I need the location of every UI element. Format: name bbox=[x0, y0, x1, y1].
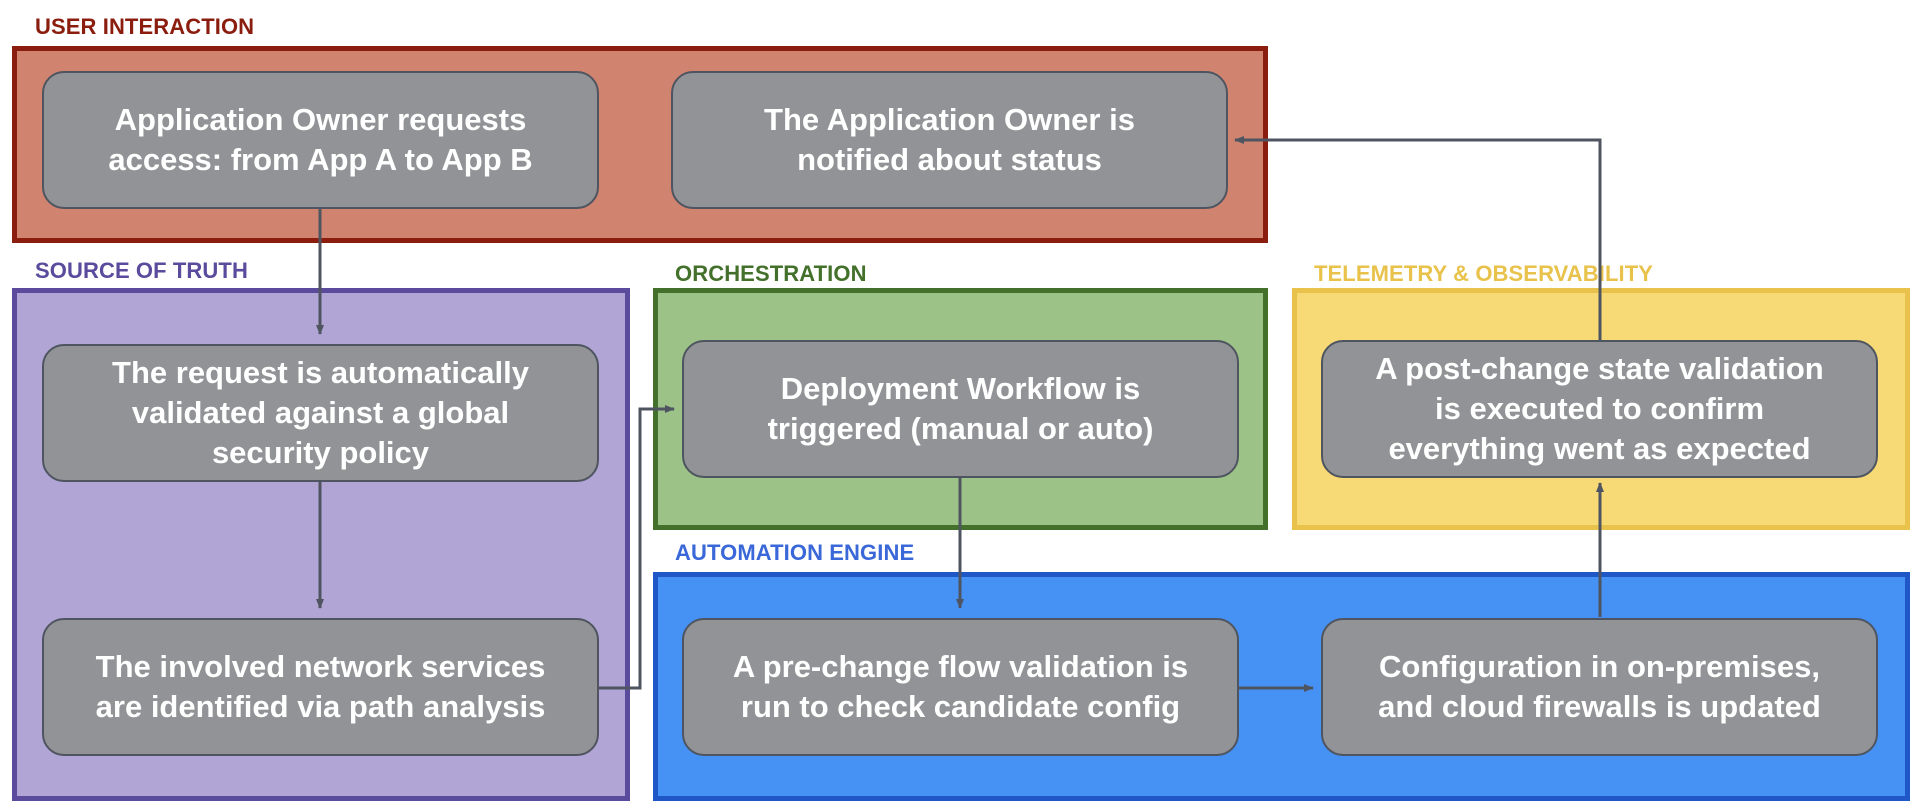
node-line: is executed to confirm bbox=[1434, 391, 1765, 426]
group-label-source-of-truth: SOURCE OF TRUTH bbox=[35, 258, 248, 283]
node-line: are identified via path analysis bbox=[95, 689, 546, 724]
node-line: notified about status bbox=[797, 142, 1102, 177]
node-network-services: The involved network services are identi… bbox=[42, 618, 599, 756]
arrow-network-to-deployment bbox=[598, 405, 675, 690]
node-line: access: from App A to App B bbox=[108, 142, 533, 177]
node-line: everything went as expected bbox=[1388, 431, 1811, 466]
node-pre-change-validation: A pre-change flow validation is run to c… bbox=[682, 618, 1239, 756]
group-label-user-interaction: USER INTERACTION bbox=[35, 14, 255, 39]
node-line: A pre-change flow validation is bbox=[732, 649, 1189, 684]
node-line: The Application Owner is bbox=[764, 102, 1135, 137]
node-line: security policy bbox=[211, 435, 430, 470]
node-line: Application Owner requests bbox=[114, 102, 527, 137]
group-label-telemetry: TELEMETRY & OBSERVABILITY bbox=[1314, 261, 1654, 286]
group-label-automation-engine: AUTOMATION ENGINE bbox=[675, 540, 915, 565]
node-line: The request is automatically bbox=[112, 355, 529, 390]
node-line: The involved network services bbox=[95, 649, 546, 684]
node-notified-status: The Application Owner is notified about … bbox=[671, 71, 1228, 209]
node-line: A post-change state validation bbox=[1375, 351, 1824, 386]
node-post-change-validation: A post-change state validation is execut… bbox=[1321, 340, 1878, 478]
node-line: triggered (manual or auto) bbox=[767, 411, 1154, 446]
node-line: Deployment Workflow is bbox=[780, 371, 1141, 406]
node-line: validated against a global bbox=[131, 395, 510, 430]
node-auto-validated: The request is automatically validated a… bbox=[42, 344, 599, 482]
node-line: Configuration in on-premises, bbox=[1379, 649, 1820, 684]
node-configuration-updated: Configuration in on-premises, and cloud … bbox=[1321, 618, 1878, 756]
node-line: and cloud firewalls is updated bbox=[1378, 689, 1821, 724]
arrow-postchange-to-notified bbox=[1234, 136, 1602, 340]
node-request-access: Application Owner requests access: from … bbox=[42, 71, 599, 209]
node-deployment-workflow: Deployment Workflow is triggered (manual… bbox=[682, 340, 1239, 478]
group-label-orchestration: ORCHESTRATION bbox=[675, 261, 867, 286]
node-line: run to check candidate config bbox=[740, 689, 1181, 724]
